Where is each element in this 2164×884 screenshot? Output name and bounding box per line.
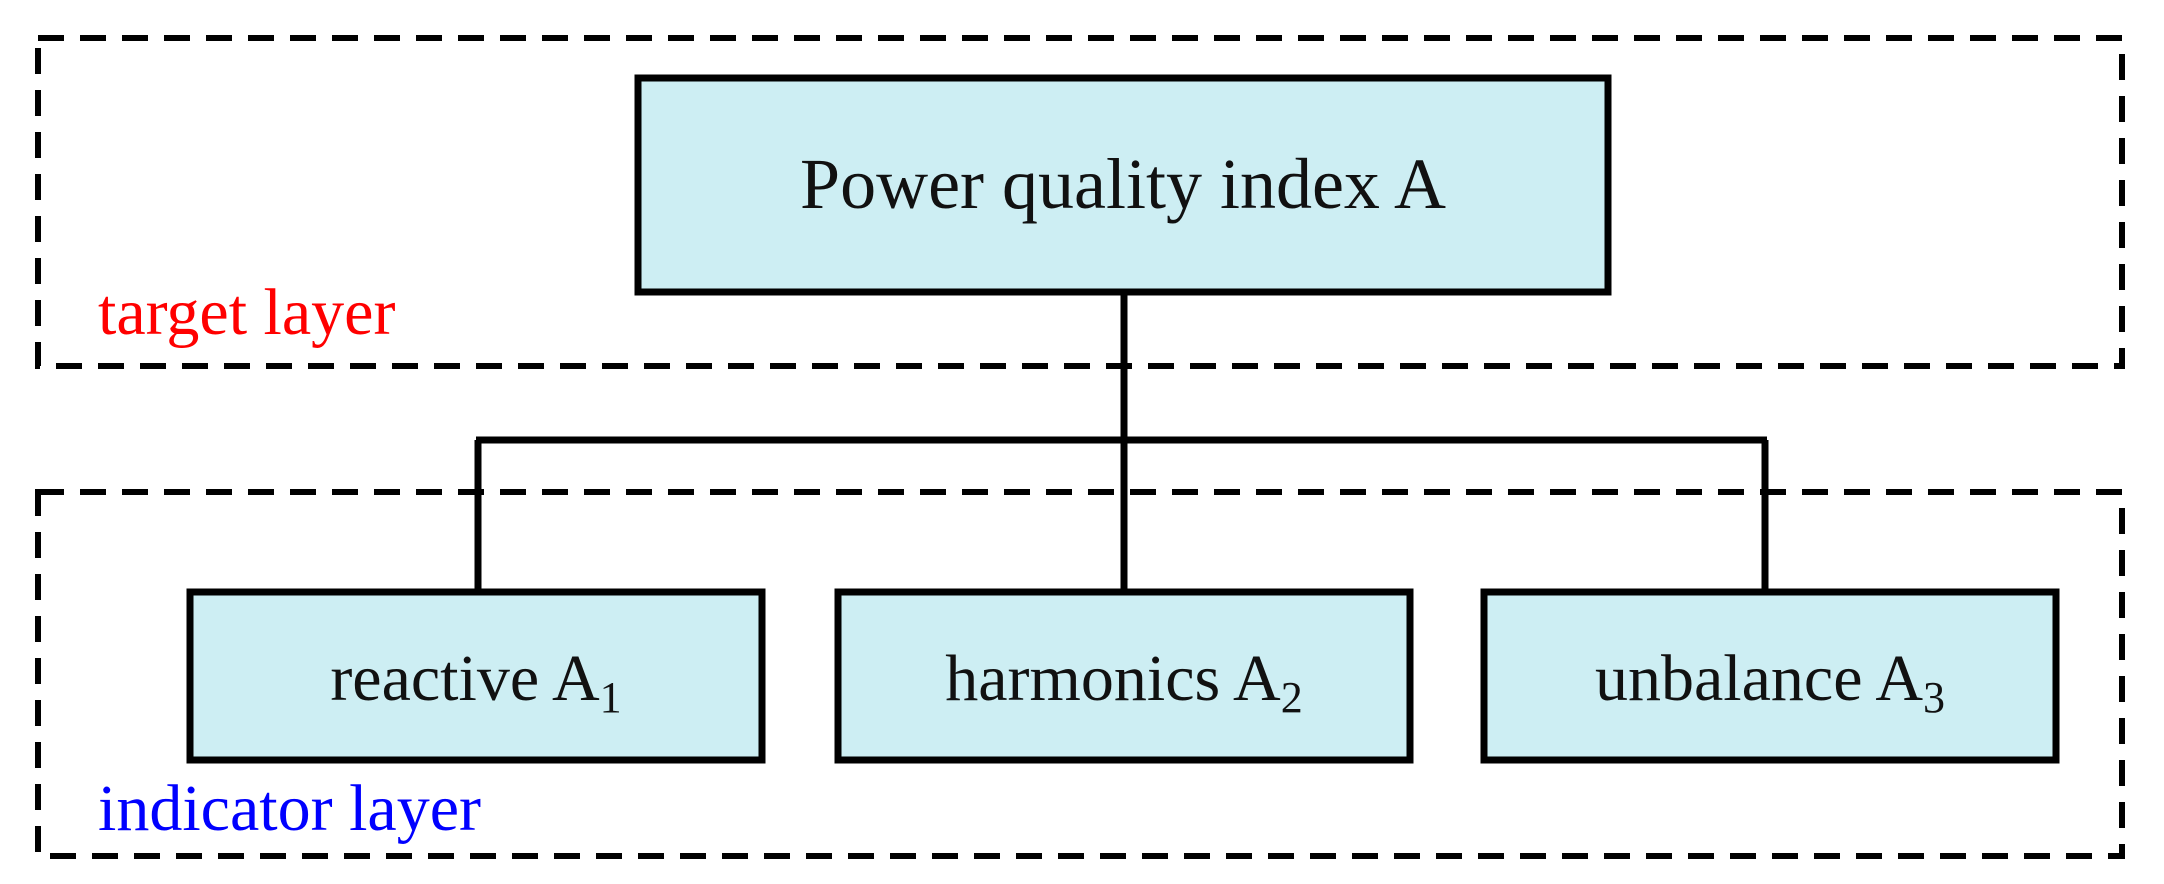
indicator-layer-frame <box>35 489 2125 859</box>
child-node-box <box>834 588 1414 764</box>
child-node-subscript: 1 <box>600 673 622 722</box>
child-node-label: harmonics A2 <box>945 642 1302 722</box>
child-node-box <box>186 588 766 764</box>
child-node-label: unbalance A3 <box>1595 642 1945 722</box>
target-layer-frame <box>35 35 2125 369</box>
connectors <box>474 292 1769 592</box>
child-node-subscript: 3 <box>1923 673 1945 722</box>
child-node-1: reactive A1 <box>186 588 766 764</box>
root-node-box <box>634 74 1612 296</box>
child-node-3: unbalance A3 <box>1480 588 2060 764</box>
indicator-layer-label: indicator layer <box>98 772 481 845</box>
child-node-subscript: 2 <box>1281 673 1303 722</box>
target-layer-label: target layer <box>98 276 395 349</box>
root-node-label: Power quality index A <box>800 144 1446 224</box>
child-node-2: harmonics A2 <box>834 588 1414 764</box>
child-node-label: reactive A1 <box>330 642 621 722</box>
root-node: Power quality index A <box>634 74 1612 296</box>
child-node-box <box>1480 588 2060 764</box>
